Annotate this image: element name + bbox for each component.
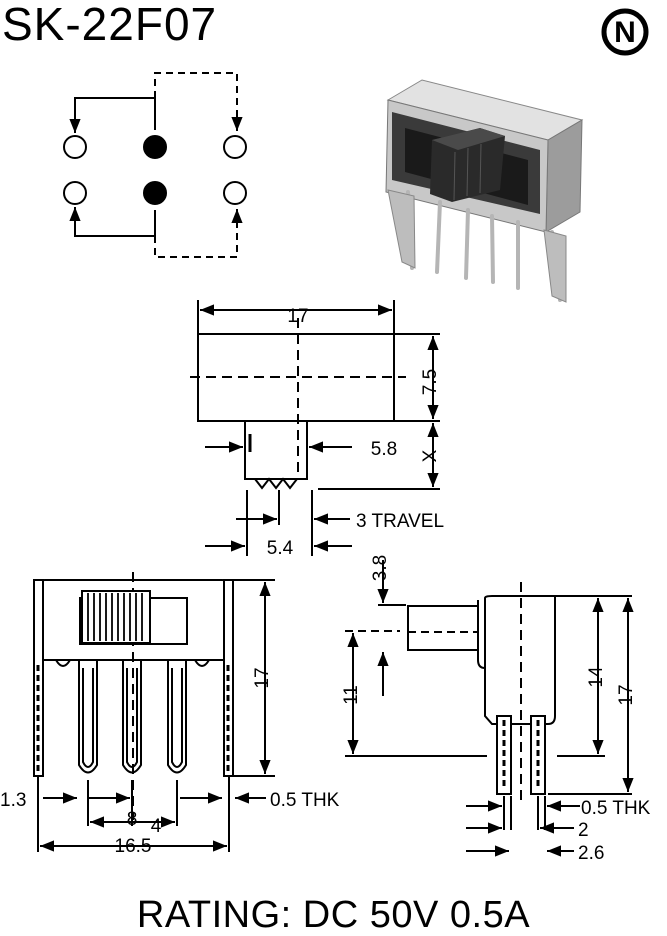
front-view — [33, 572, 275, 852]
dim-pin-spacing-a: 2 — [578, 820, 589, 841]
dim-side-body-height: 14 — [586, 666, 607, 688]
dim-left-offset: 1.3 — [0, 790, 26, 811]
dim-travel: 3 TRAVEL — [356, 511, 444, 532]
electrical-rating: RATING: DC 50V 0.5A — [136, 894, 531, 936]
product-illustration — [385, 79, 584, 303]
dim-overall-width: 16.5 — [115, 836, 152, 857]
dim-pin-thickness-front: 0.5 THK — [270, 790, 340, 811]
terminal-open — [223, 135, 247, 159]
side-view — [345, 560, 634, 857]
logo-letter: N — [614, 16, 636, 49]
dim-actuator-width: 5.8 — [371, 439, 397, 460]
dim-pin-span: 8 — [127, 809, 138, 830]
part-number-title: SK-22F07 — [2, 0, 218, 50]
brand-logo: N — [601, 8, 649, 56]
dim-top-height: 7.5 — [420, 369, 441, 395]
dim-top-width: 17 — [287, 306, 308, 327]
dim-pin-spacing-b: 2.6 — [578, 843, 604, 864]
dim-side-actuator: 3.8 — [370, 555, 391, 581]
dim-pin-pitch: 4 — [151, 816, 162, 837]
dim-actuator-height: X — [420, 449, 441, 462]
terminal-common — [143, 135, 167, 159]
dim-side-actuator-base: 11 — [341, 685, 362, 705]
dim-pin-thickness-side: 0.5 THK — [581, 798, 651, 819]
terminal-common — [143, 181, 167, 205]
top-view — [190, 300, 440, 556]
dim-front-height: 17 — [252, 667, 273, 688]
terminal-open — [223, 181, 247, 205]
terminal-open — [63, 135, 87, 159]
dim-actuator-pitch: 5.4 — [267, 538, 294, 559]
circuit-diagram — [63, 72, 247, 258]
dim-side-total-height: 17 — [616, 684, 637, 705]
terminal-open — [63, 181, 87, 205]
